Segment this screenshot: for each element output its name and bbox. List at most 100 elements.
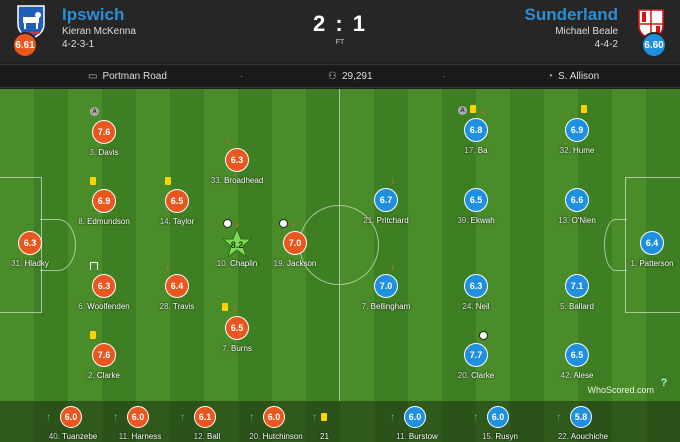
- yellow-card-icon: [90, 331, 96, 339]
- sub-off-arrow-icon: ↓: [165, 261, 170, 272]
- player-name: 1. Patterson: [612, 259, 680, 268]
- referee-info: ◔ S. Allison: [547, 71, 599, 82]
- player-number: 33.: [210, 176, 222, 185]
- player-davis[interactable]: A 7.6 3. Davis: [64, 107, 144, 166]
- player-number: 20.: [249, 432, 261, 441]
- player-name: 19. Jackson: [255, 259, 335, 268]
- attendance-value: 29,291: [341, 71, 373, 82]
- match-info-bar: ▭ Portman Road · ⚇ 29,291 · ◔ S. Allison: [0, 64, 680, 88]
- player-chaplin[interactable]: ↓ 8.2 10. Chaplin: [197, 219, 277, 277]
- player-name: 11. Burstow: [382, 432, 452, 441]
- player-number: 14.: [159, 217, 171, 226]
- home-penalty-arc: [40, 219, 76, 271]
- sub-player-partial[interactable]: ↑ 21: [310, 406, 340, 442]
- player-rating: 6.7: [374, 188, 398, 212]
- player-surname: Hladky: [24, 259, 49, 268]
- player-rating: 7.0: [283, 231, 307, 255]
- substitutes-bar: ↑ 6.0 40. Tuanzebe ↑ 6.0 11. Harness ↑ 6…: [0, 401, 680, 442]
- player-surname: Davis: [98, 148, 119, 157]
- sub-player-burstow[interactable]: ↑ 6.0 11. Burstow: [382, 406, 452, 442]
- player-number: 21: [320, 432, 329, 441]
- sub-player-rusyn[interactable]: ↑ 6.0 15. Rusyn: [465, 406, 535, 442]
- player-hladky[interactable]: 6.3 31. Hladky: [0, 231, 70, 277]
- sub-player-aouchiche[interactable]: ↑ 5.8 22. Aouchiche: [548, 406, 618, 442]
- player-surname: Burstow: [408, 432, 438, 441]
- player-alese[interactable]: 6.5 42. Alese: [537, 343, 617, 389]
- away-team-name[interactable]: Sunderland: [524, 5, 618, 24]
- player-broadhead[interactable]: ↓ 6.3 33. Broadhead: [197, 136, 277, 194]
- player-surname: Tuanzebe: [61, 432, 98, 441]
- goal-ball-icon: [223, 219, 232, 228]
- player-number: 11.: [396, 432, 407, 441]
- match-header: Ipswich Kieran McKenna 4-2-3-1 6.61 2 : …: [0, 0, 680, 62]
- player-name: 15. Rusyn: [465, 432, 535, 441]
- player-surname: Bellingham: [370, 302, 411, 311]
- player-surname: Ba: [477, 146, 488, 155]
- separator-dot: ·: [240, 71, 244, 82]
- player-pritchard[interactable]: ↓ 6.7 21. Pritchard: [346, 176, 426, 234]
- player-surname: Jackson: [287, 259, 317, 268]
- away-formation: 4-4-2: [594, 39, 618, 50]
- yellow-card-icon: [581, 105, 587, 113]
- player-surname: Ball: [207, 432, 221, 441]
- away-manager: Michael Beale: [555, 26, 618, 37]
- sub-off-arrow-icon: ↓: [232, 303, 237, 314]
- player-burns[interactable]: ↓ 6.5 7. Burns: [197, 303, 277, 362]
- player-surname: Pritchard: [376, 216, 409, 225]
- player-surname: Edmundson: [87, 217, 130, 226]
- player-edmundson[interactable]: 6.9 8. Edmundson: [64, 177, 144, 235]
- player-hume[interactable]: 6.9 32. Hume: [537, 105, 617, 164]
- home-manager: Kieran McKenna: [62, 26, 136, 37]
- player-name: 20. Hutchinson: [241, 432, 311, 441]
- sub-player-ball[interactable]: ↑ 6.1 12. Ball: [172, 406, 242, 442]
- home-team-name[interactable]: Ipswich: [62, 5, 125, 24]
- player-name: 14. Taylor: [137, 217, 217, 226]
- player-surname: Hutchinson: [262, 432, 303, 441]
- player-rating: 6.5: [225, 316, 249, 340]
- assist-icon: A: [458, 106, 467, 115]
- sub-off-arrow-icon: ↓: [225, 135, 230, 146]
- venue-name: Portman Road: [102, 71, 167, 82]
- sub-player-hutchinson[interactable]: ↑ 6.0 20. Hutchinson: [241, 406, 311, 442]
- player-clarke-home[interactable]: 7.6 2. Clarke: [64, 331, 144, 389]
- player-name: 6. Woolfenden: [64, 302, 144, 311]
- player-jackson[interactable]: ↓ 7.0 19. Jackson: [255, 219, 335, 277]
- player-bellingham[interactable]: ↓ 7.0 7. Bellingham: [346, 262, 426, 320]
- player-rating: 6.0: [404, 406, 426, 428]
- sub-player-tuanzebe[interactable]: ↑ 6.0 40. Tuanzebe: [38, 406, 108, 442]
- player-ekwah[interactable]: 6.5 39. Ekwah: [436, 188, 516, 234]
- player-number: 11.: [118, 432, 130, 441]
- player-number: 40.: [48, 432, 60, 441]
- player-ballard[interactable]: 7.1 5. Ballard: [537, 274, 617, 320]
- player-taylor[interactable]: 6.5 14. Taylor: [137, 177, 217, 235]
- player-rating: 6.0: [487, 406, 509, 428]
- player-ba[interactable]: A ↓ 6.8 17. Ba: [436, 105, 516, 164]
- player-clarke-away[interactable]: 7.7 20. Clarke: [436, 331, 516, 389]
- player-woolfenden[interactable]: 6.3 6. Woolfenden: [64, 262, 144, 320]
- player-rating: 7.0: [374, 274, 398, 298]
- sub-on-arrow-icon: ↑: [312, 412, 317, 423]
- player-rating: 6.6: [565, 188, 589, 212]
- player-rating: 6.0: [60, 406, 82, 428]
- player-name: 39. Ekwah: [436, 216, 516, 225]
- player-name: 2. Clarke: [64, 371, 144, 380]
- sub-off-arrow-icon: ↓: [390, 175, 395, 186]
- sunderland-crest-icon[interactable]: [636, 4, 666, 40]
- player-name: 17. Ba: [436, 146, 516, 155]
- goal-ball-icon: [279, 219, 288, 228]
- player-travis[interactable]: ↓ 6.4 28. Travis: [137, 262, 217, 320]
- player-onien[interactable]: 6.6 13. O'Nien: [537, 188, 617, 234]
- attendance-info: ⚇ 29,291: [328, 71, 373, 82]
- player-surname: Patterson: [639, 259, 674, 268]
- player-name: 42. Alese: [537, 371, 617, 380]
- player-neil[interactable]: 6.3 24. Neil: [436, 274, 516, 320]
- player-rating: 6.8: [464, 118, 488, 142]
- sub-player-harness[interactable]: ↑ 6.0 11. Harness: [105, 406, 175, 442]
- crowd-icon: ⚇: [328, 71, 337, 82]
- player-rating: 6.5: [565, 343, 589, 367]
- player-number: 7.: [222, 344, 229, 353]
- man-of-match-star-icon: 8.2: [222, 228, 252, 258]
- player-patterson[interactable]: 6.4 1. Patterson: [612, 231, 680, 277]
- yellow-card-icon: [165, 177, 171, 185]
- player-name: 24. Neil: [436, 302, 516, 311]
